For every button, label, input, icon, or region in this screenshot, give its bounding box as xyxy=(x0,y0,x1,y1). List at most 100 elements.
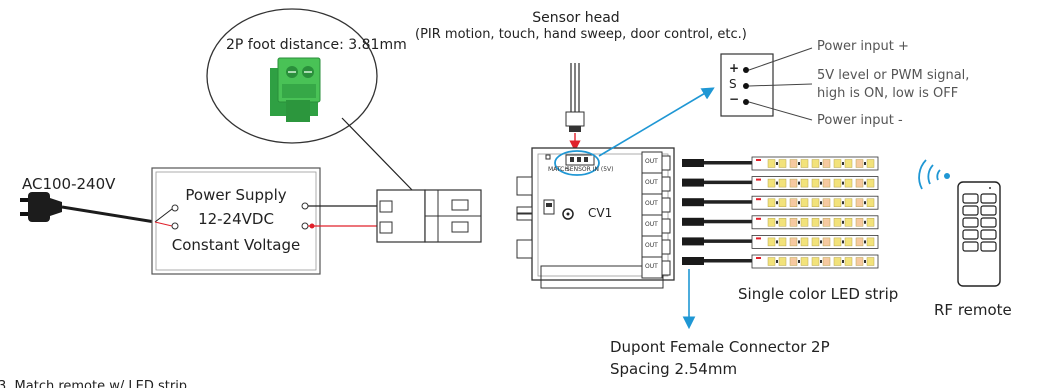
pin-plus-label: + xyxy=(729,61,740,75)
led-chip xyxy=(778,198,787,207)
led-chip xyxy=(811,218,820,227)
out-port-label-6: OUT xyxy=(645,263,658,270)
led-chip xyxy=(811,178,820,188)
led-chip xyxy=(811,198,820,207)
led-chip xyxy=(855,237,864,247)
ac-input-label: AC100-240V xyxy=(22,175,116,193)
led-chip xyxy=(844,198,853,207)
led-chip xyxy=(789,218,798,227)
power-supply-box xyxy=(151,167,321,275)
terminal-callout xyxy=(206,8,415,193)
led-chip xyxy=(778,257,787,266)
led-chip xyxy=(789,198,798,207)
led-strips xyxy=(682,156,879,269)
led-chip xyxy=(866,159,875,168)
sensor-port-label: SENSOR IN (5V) xyxy=(566,166,614,173)
sensor-head-title: Sensor head xyxy=(532,10,620,26)
terminal-distance-label: 2P foot distance: 3.81mm xyxy=(226,37,407,53)
led-chip xyxy=(833,237,842,247)
led-chip xyxy=(778,218,787,227)
led-chip xyxy=(767,159,776,168)
led-chip xyxy=(789,159,798,168)
led-chip xyxy=(866,257,875,266)
led-chip xyxy=(855,198,864,207)
led-chip xyxy=(789,237,798,247)
led-strip-row xyxy=(682,195,879,210)
out-port-label-3: OUT xyxy=(645,200,658,207)
output-ports xyxy=(641,151,671,279)
dupont-plug-icon xyxy=(682,237,704,246)
led-strip-row xyxy=(682,176,879,191)
signal-desc-line2: high is ON, low is OFF xyxy=(817,86,959,101)
led-chip xyxy=(811,159,820,168)
led-chip xyxy=(844,237,853,247)
pin-s-label: S xyxy=(729,77,737,91)
sensor-head-cable-icon xyxy=(565,63,585,152)
out-port-label-5: OUT xyxy=(645,242,658,249)
dupont-plug-icon xyxy=(682,257,704,265)
led-chip xyxy=(866,198,875,207)
terminal-connector xyxy=(376,189,482,243)
pin-minus-label: − xyxy=(729,92,740,106)
dupont-plug-icon xyxy=(682,217,704,226)
led-chip xyxy=(767,218,776,227)
led-chip xyxy=(822,257,831,266)
led-chip xyxy=(811,257,820,266)
match-switch-label: MATCH xyxy=(548,166,569,173)
led-chip xyxy=(767,257,776,266)
led-chip xyxy=(866,178,875,188)
power-supply-line2: 12-24VDC xyxy=(198,210,274,228)
led-chip xyxy=(789,257,798,266)
led-chip xyxy=(822,218,831,227)
led-chip xyxy=(800,198,809,207)
led-chip xyxy=(855,178,864,188)
dupont-plug-icon xyxy=(682,178,704,187)
sensor-head-subtitle: (PIR motion, touch, hand sweep, door con… xyxy=(415,27,747,42)
led-chip xyxy=(822,178,831,188)
led-chip xyxy=(833,159,842,168)
led-chip xyxy=(833,178,842,188)
led-chip xyxy=(778,237,787,247)
rf-remote xyxy=(918,159,1001,287)
rf-remote-label: RF remote xyxy=(934,301,1012,319)
led-chip xyxy=(866,237,875,247)
dupont-plug-icon xyxy=(682,198,704,207)
led-chip xyxy=(866,218,875,227)
led-chip xyxy=(767,198,776,207)
sensor-pin-box xyxy=(720,47,813,121)
remote-control-icon xyxy=(957,181,1001,287)
out-port-label-1: OUT xyxy=(645,158,658,165)
green-terminal-block-icon xyxy=(270,57,321,122)
led-chip xyxy=(800,237,809,247)
led-strip-row xyxy=(682,215,879,230)
dupont-spacing-label: Spacing 2.54mm xyxy=(610,360,738,378)
power-input-minus-label: Power input - xyxy=(817,113,903,128)
led-strip-label: Single color LED strip xyxy=(738,285,899,303)
power-supply-line3: Constant Voltage xyxy=(171,236,301,254)
led-chip xyxy=(811,237,820,247)
power-supply-line1: Power Supply xyxy=(185,186,287,204)
out-port-label-2: OUT xyxy=(645,179,658,186)
wireless-signal-icon xyxy=(918,159,950,190)
led-chip xyxy=(833,257,842,266)
led-chip xyxy=(844,178,853,188)
ac-plug-icon xyxy=(20,192,156,224)
led-chip xyxy=(855,257,864,266)
dupont-plug-icon xyxy=(682,159,704,167)
signal-desc-line1: 5V level or PWM signal, xyxy=(817,68,970,83)
led-strip-row xyxy=(682,156,879,171)
led-chip xyxy=(855,159,864,168)
led-chip xyxy=(833,218,842,227)
controller-box xyxy=(516,147,675,289)
led-chip xyxy=(833,198,842,207)
power-input-plus-label: Power input + xyxy=(817,39,909,54)
led-chip xyxy=(800,159,809,168)
led-chip xyxy=(822,159,831,168)
led-chip xyxy=(778,159,787,168)
led-chip xyxy=(822,198,831,207)
led-chip xyxy=(855,218,864,227)
led-chip xyxy=(800,218,809,227)
led-chip xyxy=(778,178,787,188)
